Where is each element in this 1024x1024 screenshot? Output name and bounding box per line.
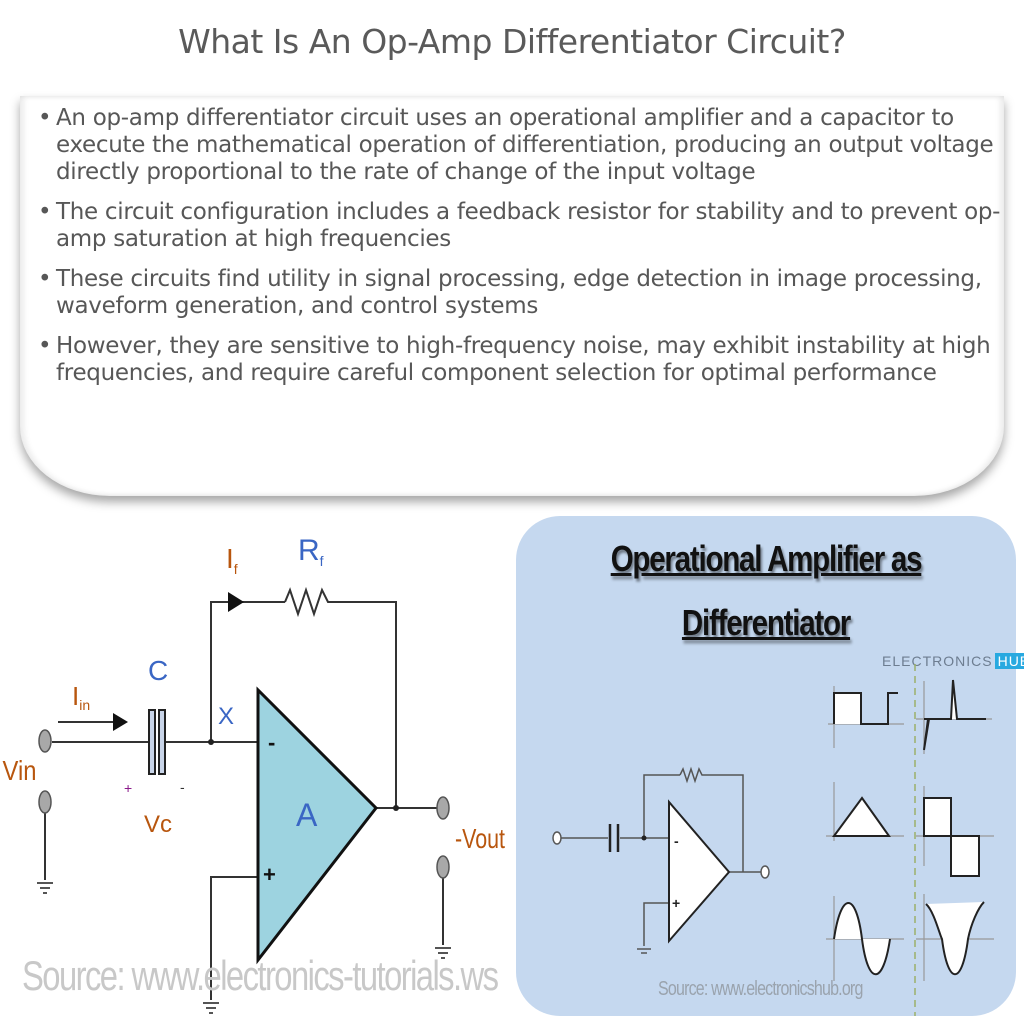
sine-wave-icon bbox=[826, 896, 904, 981]
input-current-label: Iin bbox=[72, 681, 90, 713]
page-title: What Is An Op-Amp Differentiator Circuit… bbox=[178, 22, 846, 61]
capacitor-label: C bbox=[148, 655, 168, 686]
svg-text:-: - bbox=[674, 833, 679, 849]
bullet-dot-icon: • bbox=[38, 266, 52, 292]
panel-title-line2: Differentiator bbox=[681, 602, 851, 643]
electronicshub-logo: ELECTRONICSHUB bbox=[882, 653, 1024, 669]
summary-bullets: •An op-amp differentiator circuit uses a… bbox=[36, 105, 1001, 400]
right-source-caption: Source: www.electronicshub.org bbox=[658, 978, 863, 1000]
bullet-item: •An op-amp differentiator circuit uses a… bbox=[38, 105, 994, 185]
bullet-dot-icon: • bbox=[38, 105, 52, 131]
capacitor-icon bbox=[148, 709, 166, 775]
left-source-caption: Source: www.electronics-tutorials.ws bbox=[22, 952, 499, 999]
spike-wave-icon bbox=[916, 679, 992, 754]
feedback-resistor-label: Rf bbox=[298, 534, 324, 569]
ground-icon bbox=[37, 882, 451, 1014]
hub-badge: HUB bbox=[994, 653, 1024, 669]
node-x-label: X bbox=[218, 703, 234, 730]
output-voltage-label: -Vout bbox=[455, 823, 505, 854]
terminal-icon bbox=[38, 729, 450, 879]
electronicshub-panel: Operational Amplifier as Differentiator … bbox=[516, 516, 1024, 1016]
bullet-item: •However, they are sensitive to high-fre… bbox=[38, 333, 991, 386]
differentiator-circuit-diagram: If Rf C Iin X Vin + - Vc A - + -Vout bbox=[3, 534, 505, 1014]
input-current-arrow-icon bbox=[113, 713, 128, 731]
feedback-current-arrow-icon bbox=[228, 592, 244, 612]
panel-title-line1: Operational Amplifier as bbox=[610, 538, 923, 579]
panel-diagram: - + bbox=[552, 664, 994, 1016]
square-output-wave-icon bbox=[916, 786, 994, 877]
cap-plus-label: + bbox=[124, 780, 132, 796]
cap-minus-label: - bbox=[180, 779, 185, 795]
cosine-wave-icon bbox=[916, 894, 994, 981]
input-voltage-label: Vin bbox=[3, 754, 37, 786]
summary-card bbox=[20, 96, 1004, 496]
bullet-item: •The circuit configuration includes a fe… bbox=[38, 199, 1001, 252]
bullet-dot-icon: • bbox=[38, 199, 52, 225]
inverting-input-label: - bbox=[268, 730, 275, 755]
bullet-item: •These circuits find utility in signal p… bbox=[38, 266, 982, 319]
square-wave-icon bbox=[828, 686, 904, 748]
cap-voltage-label: Vc bbox=[144, 811, 172, 838]
opamp-gain-label: A bbox=[296, 797, 318, 833]
svg-text:+: + bbox=[672, 895, 680, 911]
non-inverting-input-label: + bbox=[263, 862, 276, 887]
small-capacitor-icon bbox=[608, 824, 620, 852]
feedback-current-label: If bbox=[226, 543, 238, 577]
small-opamp-icon bbox=[668, 799, 731, 944]
bullet-dot-icon: • bbox=[38, 333, 52, 359]
opamp-icon bbox=[256, 686, 378, 965]
triangle-wave-icon bbox=[826, 782, 904, 841]
